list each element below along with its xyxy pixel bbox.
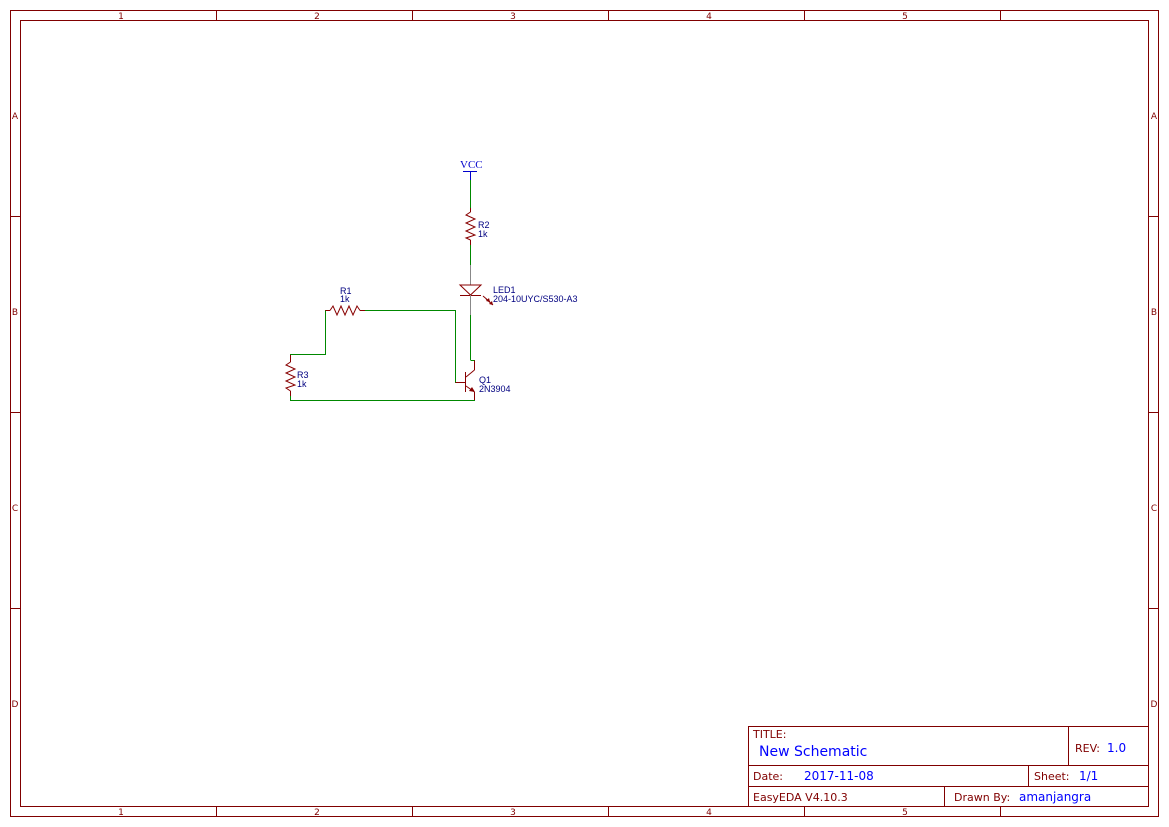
svg-text:1k: 1k (297, 379, 307, 389)
svg-text:5: 5 (902, 12, 908, 22)
row-labels-right: A B C D (1151, 112, 1158, 710)
svg-text:5: 5 (902, 808, 908, 818)
wires-base-network[interactable] (290, 310, 475, 401)
title-value: New Schematic (759, 744, 867, 760)
svg-text:R1: R1 (340, 286, 352, 296)
row-labels-left: A B C D (12, 112, 19, 710)
svg-text:3: 3 (510, 12, 516, 22)
date-value: 2017-11-08 (804, 769, 874, 783)
svg-text:1k: 1k (340, 294, 350, 304)
date-label: Date: (753, 770, 783, 783)
svg-text:Q1: Q1 (479, 375, 491, 385)
svg-text:2N3904: 2N3904 (479, 384, 511, 394)
svg-text:204-10UYC/S530-A3: 204-10UYC/S530-A3 (493, 294, 578, 304)
software-version: EasyEDA V4.10.3 (753, 791, 848, 804)
resistor-r3[interactable]: R3 1k (284, 355, 309, 396)
svg-text:B: B (12, 308, 18, 318)
svg-text:LED1: LED1 (493, 285, 516, 295)
svg-text:D: D (1151, 700, 1158, 710)
transistor-q1[interactable]: Q1 2N3904 (455, 360, 511, 400)
svg-text:4: 4 (706, 808, 712, 818)
sheet-value: 1/1 (1079, 769, 1098, 783)
svg-text:B: B (1151, 308, 1157, 318)
svg-text:2: 2 (314, 12, 320, 22)
row-dividers (10, 216, 1159, 609)
column-labels-top: 1 2 3 4 5 (118, 12, 908, 22)
title-block: TITLE: New Schematic REV: 1.0 Date: 2017… (748, 726, 1149, 807)
inner-frame (20, 20, 1149, 807)
drawn-by-label: Drawn By: (954, 791, 1010, 804)
column-labels-bottom: 1 2 3 4 5 (118, 808, 908, 818)
rev-label: REV: (1075, 742, 1100, 755)
svg-text:4: 4 (706, 12, 712, 22)
svg-text:VCC: VCC (460, 159, 483, 171)
svg-text:C: C (12, 504, 18, 514)
resistor-r1[interactable]: R1 1k (325, 286, 365, 317)
svg-text:3: 3 (510, 808, 516, 818)
svg-text:D: D (12, 700, 19, 710)
svg-text:A: A (12, 112, 19, 122)
vcc-power-flag[interactable]: VCC (460, 159, 483, 180)
svg-text:1: 1 (118, 808, 124, 818)
svg-text:2: 2 (314, 808, 320, 818)
svg-text:R2: R2 (478, 220, 490, 230)
svg-text:C: C (1151, 504, 1157, 514)
svg-text:1k: 1k (478, 229, 488, 239)
resistor-r2[interactable]: R2 1k (464, 208, 490, 245)
title-label: TITLE: (752, 728, 786, 741)
svg-text:A: A (1151, 112, 1158, 122)
led-led1[interactable]: LED1 204-10UYC/S530-A3 (458, 265, 578, 315)
sheet-label: Sheet: (1034, 770, 1070, 783)
rev-value: 1.0 (1107, 741, 1126, 755)
drawn-by-value: amanjangra (1019, 790, 1091, 804)
outer-frame (10, 10, 1159, 817)
svg-text:1: 1 (118, 12, 124, 22)
svg-text:R3: R3 (297, 370, 309, 380)
column-dividers (216, 10, 1001, 816)
